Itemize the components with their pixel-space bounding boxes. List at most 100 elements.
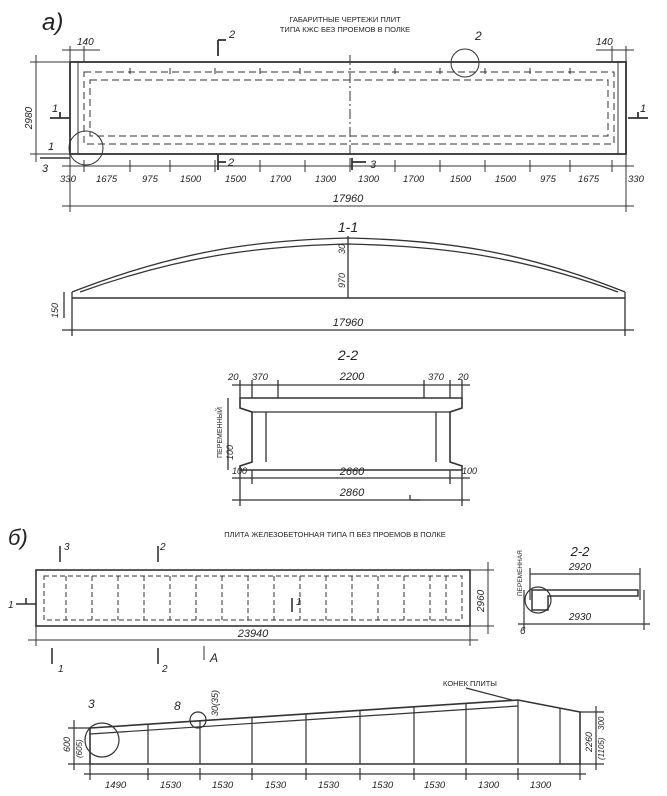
dim-label: 1300	[530, 780, 552, 791]
dim-label: 1700	[403, 174, 425, 185]
callout-6-label: 6	[520, 626, 526, 637]
cut-1-label-left: 1	[52, 103, 58, 115]
variable-label-b: ПЕРЕМЕННАЯ	[517, 550, 524, 596]
plan-a-inner-dashed	[83, 71, 615, 145]
cut-3-label: 3	[370, 159, 377, 171]
dim-label: 975	[540, 174, 557, 185]
ridge-label: КОНЕК ПЛИТЫ	[443, 679, 497, 688]
dim-150: 150	[50, 303, 60, 318]
cut-2-label-bottom: 2	[227, 157, 234, 169]
plan-b-mark-2-bottom: 2	[161, 664, 168, 675]
plan-b-mark-1-inner: 1	[296, 597, 302, 608]
arch-inner	[79, 243, 619, 293]
dim-label: 1300	[478, 780, 500, 791]
callout-8: 8	[174, 699, 181, 713]
dim-label: 1675	[578, 174, 600, 185]
profile-b-outline	[89, 699, 581, 765]
dim-2260: 2260	[584, 732, 594, 753]
dim-20-left: 20	[227, 372, 239, 383]
callout-circle-2	[450, 48, 480, 78]
part-b-letter: б)	[8, 525, 28, 550]
callout-2-label: 2	[474, 29, 482, 43]
callout-circle-3	[84, 722, 120, 758]
section-2-2-outline	[239, 397, 463, 471]
plan-b-mark-1: 1	[8, 600, 14, 611]
dim-2920: 2920	[568, 562, 592, 573]
dim-label: 1530	[212, 780, 234, 791]
dim-label: 330	[60, 174, 77, 185]
dim-label: 975	[142, 174, 159, 185]
dim-label: 1700	[270, 174, 292, 185]
dim-605: (605)	[75, 739, 84, 758]
plan-b-outline	[35, 569, 471, 627]
dim-label: 1500	[450, 174, 472, 185]
callout-3-b: 3	[88, 697, 95, 711]
callout-3-label: 3	[42, 163, 49, 175]
dim-label: 1530	[372, 780, 394, 791]
dim-100-bottom-right: 100	[462, 466, 477, 476]
dim-label: 1500	[180, 174, 202, 185]
part-a-title-2: ТИПА КЖС БЕЗ ПРОЕМОВ В ПОЛКЕ	[280, 25, 410, 34]
dim-30-35: 30(35)	[210, 690, 220, 716]
dim-2200: 2200	[339, 371, 365, 383]
part-a-title-1: ГАБАРИТНЫЕ ЧЕРТЕЖИ ПЛИТ	[289, 15, 401, 24]
dim-20-right: 20	[457, 372, 469, 383]
profile-b-dim-labels: 1490 1530 1530 1530 1530 1530 1530 1300 …	[105, 780, 552, 791]
dim-label: 1530	[265, 780, 287, 791]
section-1-1	[62, 236, 634, 336]
dim-label: 1675	[96, 174, 118, 185]
dim-label: 1300	[315, 174, 337, 185]
bottom-dim-labels: 330 1675 975 1500 1500 1700 1300 1300 17…	[60, 174, 645, 185]
dim-label: 1530	[424, 780, 446, 791]
part-a-plan	[30, 39, 648, 212]
dim-140-left: 140	[77, 37, 94, 48]
dim-total-17960: 17960	[333, 193, 364, 205]
part-b-plan	[16, 546, 494, 664]
profile-b-ribs	[147, 700, 561, 764]
part-b-title: ПЛИТА ЖЕЛЕЗОБЕТОННАЯ ТИПА П БЕЗ ПРОЕМОВ …	[224, 530, 445, 539]
dim-2930: 2930	[568, 612, 592, 623]
dim-label: 1530	[160, 780, 182, 791]
section-1-1-title: 1-1	[338, 219, 358, 235]
dim-140-right: 140	[596, 37, 613, 48]
dim-100-vert: 100	[225, 445, 235, 460]
dim-1105: (1105)	[597, 737, 606, 760]
callout-circle-8	[189, 711, 207, 729]
arrow-a-label: А	[209, 651, 218, 665]
dim-label: 1500	[495, 174, 517, 185]
callout-circle-6	[524, 586, 552, 614]
dim-300: 300	[597, 716, 606, 730]
section-2-2-title: 2-2	[337, 347, 358, 363]
plan-b-inner	[43, 575, 463, 621]
dim-label: 330	[628, 174, 645, 185]
dim-370-left: 370	[252, 372, 269, 383]
callout-circle-1	[68, 130, 104, 166]
section-2-2-drawing	[227, 380, 470, 506]
dim-2960: 2960	[476, 589, 487, 613]
dim-label: 1490	[105, 780, 127, 791]
section-2-2-top-dims: 20 370 2200 370 20	[227, 371, 469, 383]
dim-label: 1300	[358, 174, 380, 185]
dim-370-right: 370	[428, 372, 445, 383]
dim-2980: 2980	[24, 106, 35, 130]
dim-2860: 2860	[339, 487, 365, 499]
dim-17960-1-1: 17960	[333, 317, 364, 329]
cut-2-label-top: 2	[228, 29, 235, 41]
part-b-section	[518, 568, 650, 630]
dim-970: 970	[337, 273, 347, 288]
part-a-letter: а)	[42, 9, 63, 36]
dim-label: 1530	[318, 780, 340, 791]
plan-a-inner-dashed-2	[89, 79, 609, 137]
cut-1-label-right: 1	[640, 103, 646, 115]
dim-30: 30	[337, 244, 347, 254]
plan-b-ribs	[65, 576, 447, 620]
part-b-section-outline	[531, 589, 639, 611]
dim-2660: 2660	[339, 466, 365, 478]
callout-1-label: 1	[48, 141, 54, 153]
plan-a-top-ticks	[129, 68, 571, 74]
dim-600: 600	[62, 737, 72, 752]
part-b-section-title: 2-2	[570, 544, 591, 559]
dim-100-bottom-left: 100	[232, 466, 247, 476]
plan-b-mark-3: 3	[64, 542, 70, 553]
